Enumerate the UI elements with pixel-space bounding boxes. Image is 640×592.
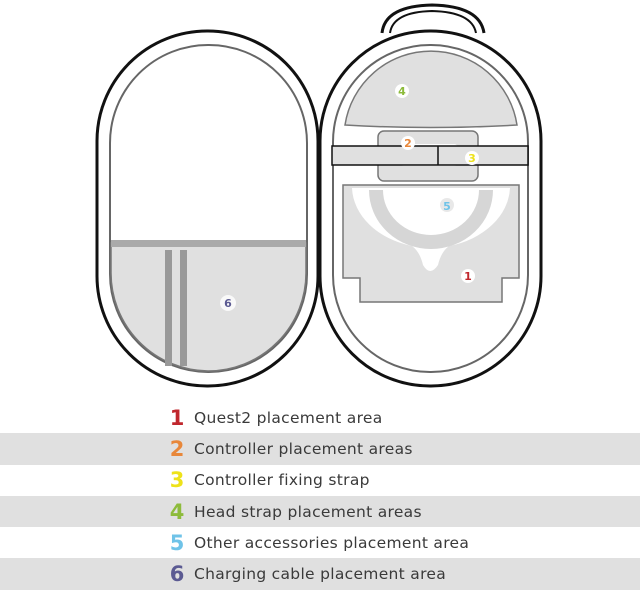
cable-area [110,242,307,372]
case-left-half: 6 [95,29,320,388]
handle [380,3,486,34]
legend-number: 1 [169,405,185,430]
legend-number: 3 [169,468,185,493]
legend: 1 Quest2 placement area 2 Controller place… [0,402,640,590]
legend-item: 3 Controller fixing strap [0,465,640,496]
legend-label: Other accessories placement area [194,533,470,552]
legend-label: Controller placement areas [194,439,413,458]
marker-3: 3 [468,152,476,165]
marker-5: 5 [443,200,451,213]
legend-number: 4 [169,499,185,524]
legend-number: 2 [169,436,185,461]
legend-label: Charging cable placement area [194,565,447,584]
marker-6: 6 [224,297,232,310]
legend-item: 6 Charging cable placement area [0,558,640,590]
legend-label: Quest2 placement area [194,408,383,427]
case-right-half: 4 2 3 5 1 [318,3,543,388]
fixing-strap [331,145,529,166]
legend-number: 6 [169,562,185,587]
legend-item: 5 Other accessories placement area [0,527,640,558]
marker-4: 4 [398,85,406,98]
case-illustration: 6 4 2 3 5 1 [95,3,543,388]
legend-item: 1 Quest2 placement area [0,402,640,433]
marker-1: 1 [464,270,472,283]
legend-item: 2 Controller placement areas [0,433,640,465]
head-strap-area [344,50,518,129]
accessories-area [369,189,493,249]
legend-label: Head strap placement areas [194,502,422,521]
legend-item: 4 Head strap placement areas [0,495,640,528]
marker-2: 2 [404,137,412,150]
legend-label: Controller fixing strap [194,471,370,490]
legend-number: 5 [169,530,185,555]
